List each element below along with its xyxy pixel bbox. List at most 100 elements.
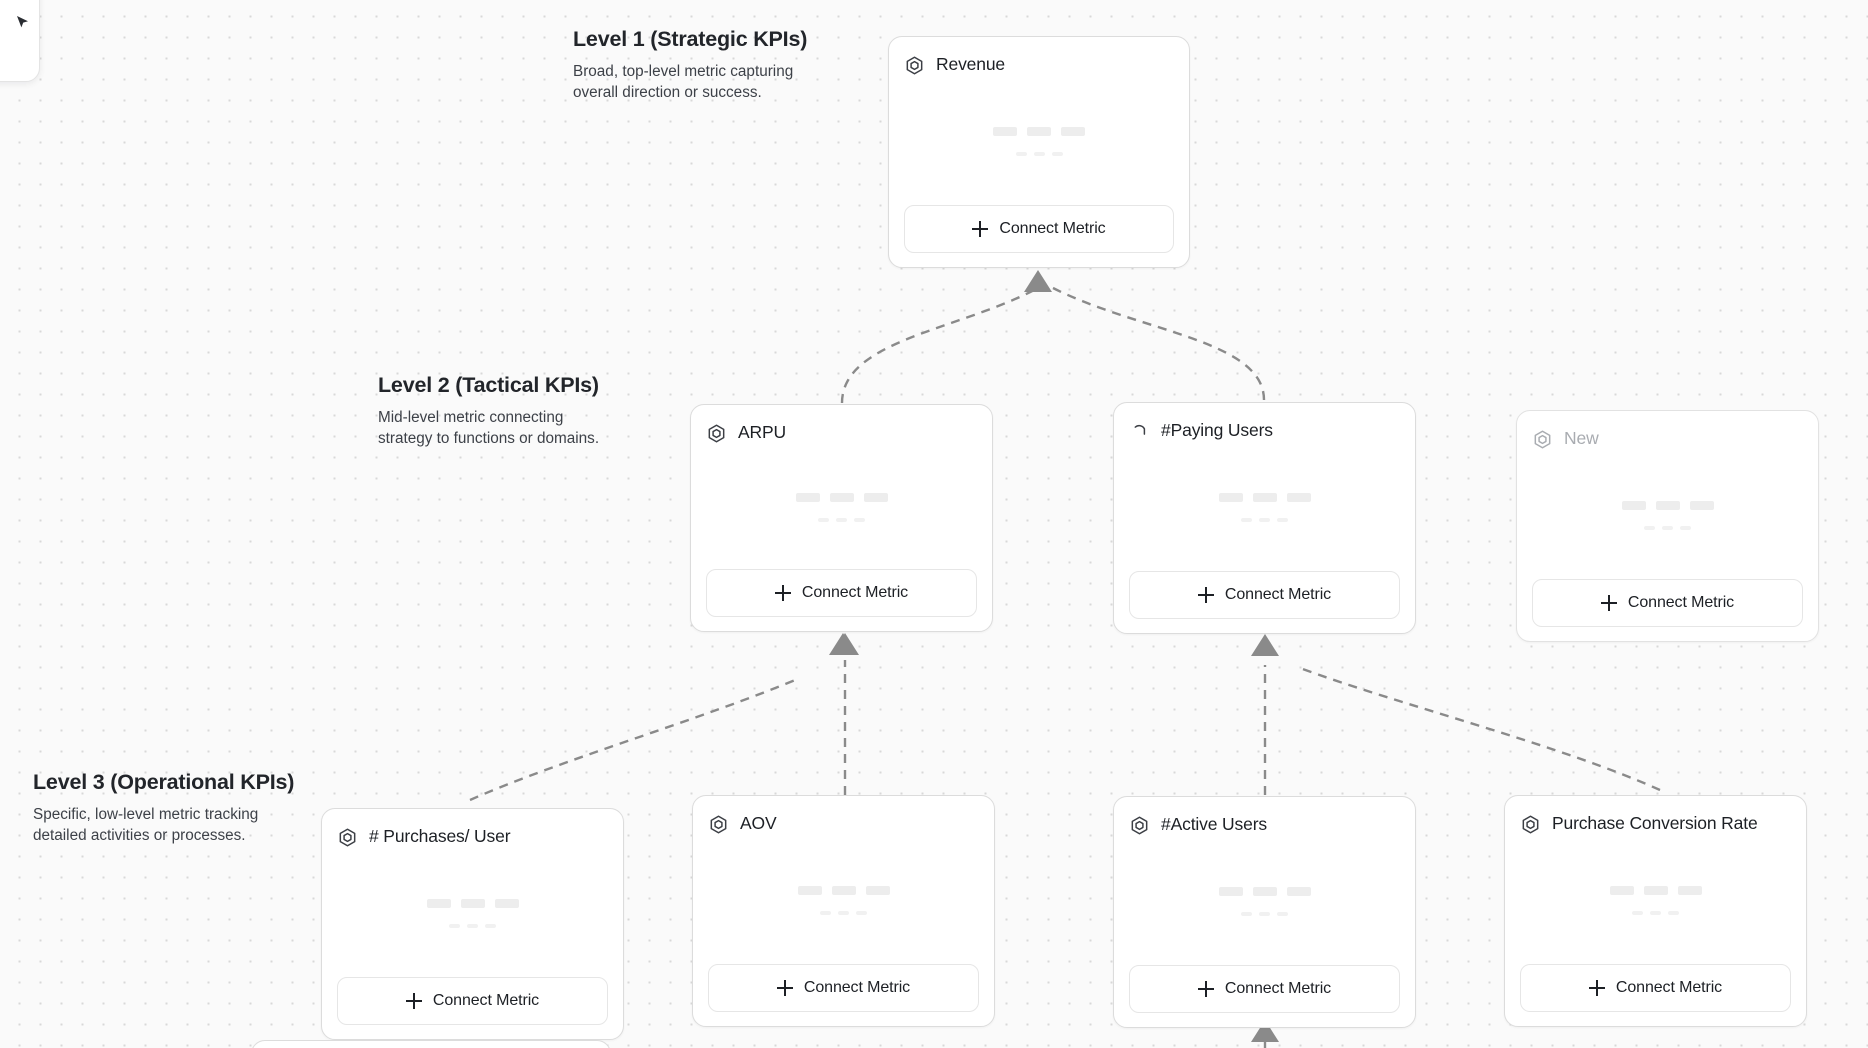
skeleton-row-secondary	[1644, 526, 1691, 530]
skeleton-bar	[1286, 887, 1311, 896]
skeleton-bar	[1252, 493, 1277, 502]
connect-metric-button[interactable]: Connect Metric	[706, 569, 977, 617]
plus-icon	[1600, 595, 1617, 611]
skeleton-bar	[1259, 518, 1270, 522]
cursor-arrow-icon	[16, 15, 30, 29]
plus-icon	[1588, 980, 1605, 996]
skeleton-row-primary	[1609, 886, 1702, 895]
skeleton-row-secondary	[820, 911, 867, 915]
card-skeleton-body	[904, 78, 1174, 205]
skeleton-bar	[426, 899, 451, 908]
metric-card-active-users[interactable]: #Active Users Connect Metric	[1113, 796, 1416, 1028]
metric-card-revenue[interactable]: Revenue Connect Metric	[888, 36, 1190, 268]
skeleton-bar	[797, 886, 822, 895]
skeleton-bar	[1252, 887, 1277, 896]
card-skeleton-body	[1520, 837, 1791, 964]
level-2-description: Mid-level metric connecting strategy to …	[378, 408, 600, 447]
plus-icon	[1197, 587, 1214, 603]
skeleton-bar	[838, 911, 849, 915]
skeleton-row-primary	[1218, 493, 1311, 502]
card-title: Purchase Conversion Rate	[1552, 813, 1758, 834]
card-header: Revenue	[904, 52, 1174, 78]
skeleton-bar	[460, 899, 485, 908]
connect-metric-button[interactable]: Connect Metric	[904, 205, 1174, 253]
skeleton-bar	[818, 518, 829, 522]
metric-card-purchases-per-user[interactable]: # Purchases/ User Connect Metric	[321, 808, 624, 1040]
metric-card-purchase-conversion-rate[interactable]: Purchase Conversion Rate Connect Metric	[1504, 795, 1807, 1027]
skeleton-row-primary	[795, 493, 888, 502]
metric-card-aov[interactable]: AOV Connect Metric	[692, 795, 995, 1027]
plus-icon	[972, 221, 989, 237]
card-skeleton-body	[708, 837, 979, 964]
connect-metric-button[interactable]: Connect Metric	[1129, 965, 1400, 1013]
metric-card-partial-below[interactable]	[251, 1040, 611, 1048]
plus-icon	[776, 980, 793, 996]
card-skeleton-body	[1129, 444, 1400, 571]
skeleton-bar	[1621, 501, 1646, 510]
connect-metric-label: Connect Metric	[803, 979, 911, 996]
arrowhead-revenue	[1024, 270, 1052, 292]
connect-metric-button[interactable]: Connect Metric	[1129, 571, 1400, 619]
skeleton-bar	[1061, 127, 1085, 136]
plus-icon	[1197, 981, 1214, 997]
skeleton-row-secondary	[1241, 518, 1288, 522]
loading-spinner-icon	[1129, 421, 1150, 442]
skeleton-bar	[820, 911, 831, 915]
skeleton-bar	[1677, 886, 1702, 895]
skeleton-bar	[1015, 152, 1027, 156]
hexagon-metric-icon	[1520, 814, 1541, 835]
skeleton-row-secondary	[818, 518, 865, 522]
skeleton-bar	[795, 493, 820, 502]
skeleton-row-primary	[426, 899, 519, 908]
connect-metric-button[interactable]: Connect Metric	[337, 977, 608, 1025]
level-1-description: Broad, top-level metric capturing overal…	[573, 62, 794, 101]
connect-metric-label: Connect Metric	[1224, 586, 1332, 603]
skeleton-bar	[1609, 886, 1634, 895]
skeleton-bar	[1689, 501, 1714, 510]
skeleton-bar	[485, 924, 496, 928]
card-header: New	[1532, 426, 1803, 452]
metric-card-arpu[interactable]: ARPU Connect Metric	[690, 404, 993, 632]
skeleton-bar	[829, 493, 854, 502]
card-header: # Purchases/ User	[337, 824, 608, 850]
connect-metric-label: Connect Metric	[432, 992, 540, 1009]
card-title: #Active Users	[1161, 814, 1267, 835]
skeleton-bar	[856, 911, 867, 915]
skeleton-bar	[865, 886, 890, 895]
skeleton-row-primary	[1218, 887, 1311, 896]
metric-card-new[interactable]: New Connect Metric	[1516, 410, 1819, 642]
connect-metric-button[interactable]: Connect Metric	[1532, 579, 1803, 627]
skeleton-row-secondary	[1015, 152, 1063, 156]
edge-paying-users-to-revenue	[1052, 286, 1266, 401]
connect-metric-button[interactable]: Connect Metric	[1520, 964, 1791, 1012]
skeleton-bar	[1662, 526, 1673, 530]
arrowhead-arpu-left	[829, 633, 857, 655]
skeleton-row-secondary	[1632, 911, 1679, 915]
level-3-label-group: Level 3 (Operational KPIs) Specific, low…	[33, 769, 295, 847]
level-2-label-group: Level 2 (Tactical KPIs) Mid-level metric…	[378, 372, 628, 450]
level-3-title: Level 3 (Operational KPIs)	[33, 770, 295, 794]
floating-corner-panel[interactable]	[0, 0, 40, 82]
skeleton-bar	[1218, 887, 1243, 896]
hexagon-metric-icon	[706, 423, 727, 444]
connect-metric-label: Connect Metric	[801, 584, 909, 601]
hexagon-metric-icon	[337, 827, 358, 848]
card-title: #Paying Users	[1161, 420, 1273, 441]
connect-metric-label: Connect Metric	[1224, 980, 1332, 997]
skeleton-row-secondary	[1241, 912, 1288, 916]
connect-metric-button[interactable]: Connect Metric	[708, 964, 979, 1012]
skeleton-bar	[1655, 501, 1680, 510]
hexagon-metric-icon	[708, 814, 729, 835]
skeleton-bar	[993, 127, 1017, 136]
skeleton-bar	[1241, 518, 1252, 522]
level-2-title: Level 2 (Tactical KPIs)	[378, 373, 599, 397]
card-title: New	[1564, 428, 1599, 449]
skeleton-bar	[1241, 912, 1252, 916]
skeleton-bar	[449, 924, 460, 928]
metric-card-paying-users[interactable]: #Paying Users Connect Metric	[1113, 402, 1416, 634]
connect-metric-label: Connect Metric	[1627, 594, 1735, 611]
edge-conversion-to-paying-users	[1299, 666, 1661, 792]
arrowhead-paying-users-center	[1251, 634, 1279, 656]
hexagon-metric-icon	[904, 55, 925, 76]
